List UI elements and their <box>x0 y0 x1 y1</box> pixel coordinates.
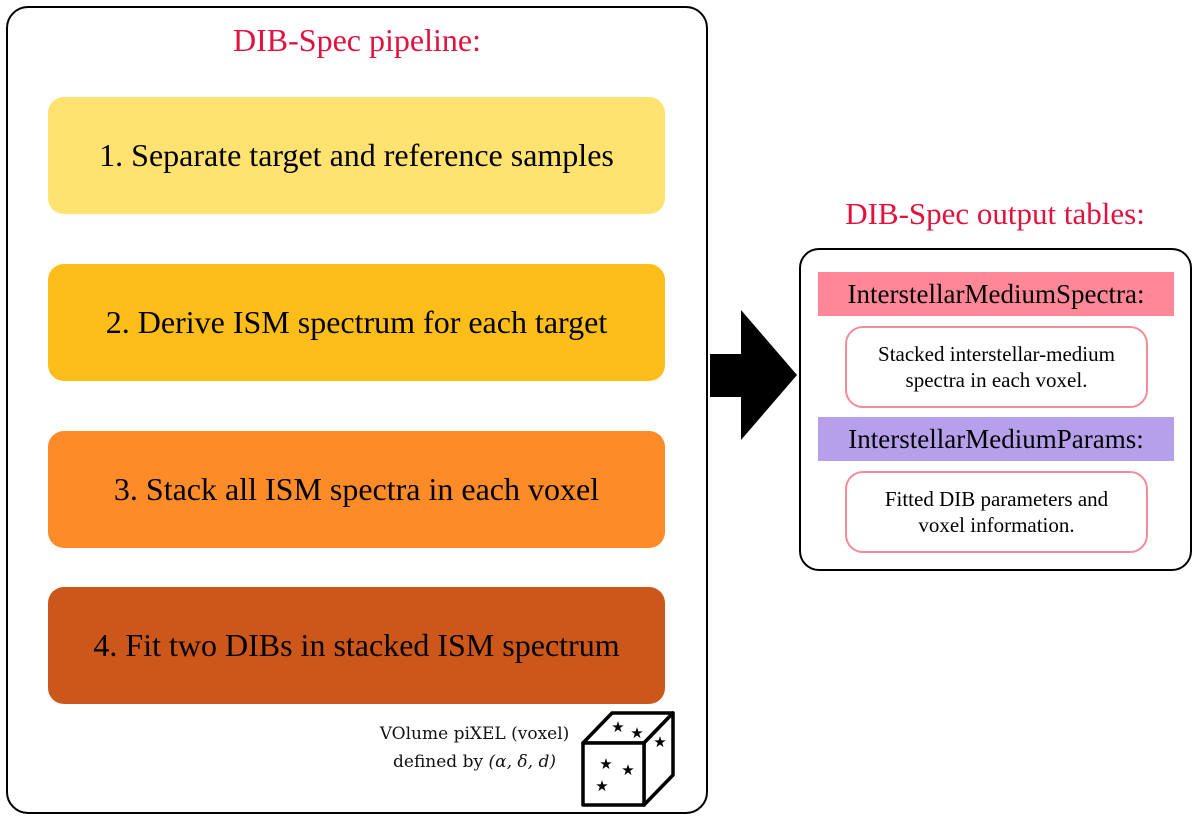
description-line: Fitted DIB parameters and <box>884 487 1109 511</box>
pipeline-title: DIB-Spec pipeline: <box>233 22 481 58</box>
table-description-spectra: Stacked interstellar-medium spectra in e… <box>845 326 1148 408</box>
step-label: 4. Fit two DIBs in stacked ISM spectrum <box>93 627 620 663</box>
description-line: Stacked interstellar-medium <box>878 342 1115 366</box>
pipeline-step-2: 2. Derive ISM spectrum for each target <box>48 264 665 381</box>
table-header-params: InterstellarMediumParams: <box>818 417 1174 461</box>
pipeline-step-3: 3. Stack all ISM spectra in each voxel <box>48 431 665 548</box>
output-title: DIB-Spec output tables: <box>845 196 1145 231</box>
voxel-caption-line1: VOlume piXEL (voxel) <box>379 724 570 744</box>
voxel-caption: VOlume piXEL (voxel) defined by (α, δ, d… <box>372 720 577 776</box>
step-label: 1. Separate target and reference samples <box>99 137 614 173</box>
pipeline-step-4: 4. Fit two DIBs in stacked ISM spectrum <box>48 587 665 704</box>
table-header-spectra: InterstellarMediumSpectra: <box>818 272 1174 316</box>
table-description-params: Fitted DIB parameters and voxel informat… <box>845 471 1148 553</box>
step-label: 2. Derive ISM spectrum for each target <box>105 304 608 340</box>
step-label: 3. Stack all ISM spectra in each voxel <box>113 471 600 507</box>
voxel-coordinates: (α, δ, d) <box>488 752 556 772</box>
voxel-caption-line2: defined by (α, δ, d) <box>372 748 577 776</box>
voxel-caption-prefix: defined by <box>393 752 489 772</box>
description-line: voxel information. <box>918 513 1075 537</box>
description-line: spectra in each voxel. <box>905 368 1088 392</box>
pipeline-step-1: 1. Separate target and reference samples <box>48 97 665 214</box>
